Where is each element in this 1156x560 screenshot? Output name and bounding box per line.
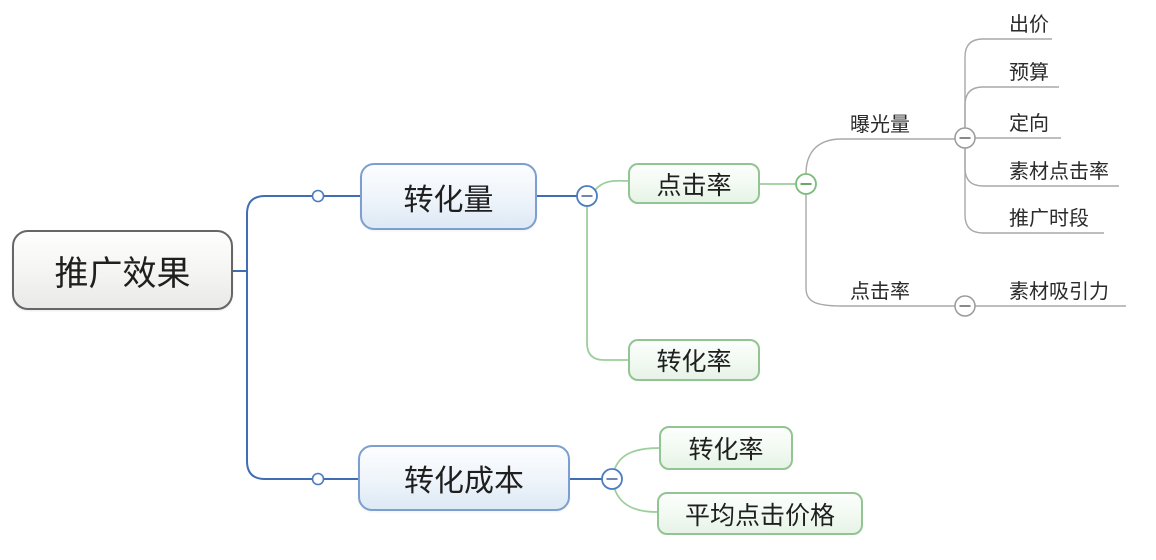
label-material-ctr[interactable]: 素材点击率 bbox=[1009, 161, 1109, 183]
collapse-button-conversion-cost[interactable] bbox=[601, 468, 623, 490]
connection-point bbox=[311, 189, 325, 203]
subtopic-conversion-rate-cost[interactable]: 转化率 bbox=[659, 426, 793, 470]
label-material-appeal[interactable]: 素材吸引力 bbox=[1009, 281, 1109, 303]
label-promo-period[interactable]: 推广时段 bbox=[1009, 208, 1089, 230]
label-exposure[interactable]: 曝光量 bbox=[850, 114, 910, 136]
label-click-rate-2[interactable]: 点击率 bbox=[850, 281, 910, 303]
subtopic-avg-click-price[interactable]: 平均点击价格 bbox=[657, 492, 863, 535]
collapse-button-exposure[interactable] bbox=[954, 127, 976, 149]
blue-connector-lines bbox=[233, 195, 602, 480]
label-targeting[interactable]: 定向 bbox=[1009, 113, 1049, 135]
connection-point bbox=[311, 472, 325, 486]
topic-conversion-cost[interactable]: 转化成本 bbox=[358, 445, 570, 511]
collapse-button-click-rate[interactable] bbox=[795, 173, 817, 195]
green-connector-lines bbox=[586, 179, 796, 513]
topic-conversion-volume[interactable]: 转化量 bbox=[360, 163, 537, 230]
collapse-button-click-rate-2[interactable] bbox=[954, 295, 976, 317]
label-budget[interactable]: 预算 bbox=[1009, 62, 1049, 84]
root-topic[interactable]: 推广效果 bbox=[12, 230, 233, 310]
subtopic-click-rate[interactable]: 点击率 bbox=[628, 163, 760, 204]
collapse-button-conversion-volume[interactable] bbox=[576, 185, 598, 207]
gray-connector-lines bbox=[805, 38, 1126, 307]
label-bid[interactable]: 出价 bbox=[1009, 14, 1049, 36]
subtopic-conversion-rate[interactable]: 转化率 bbox=[628, 339, 760, 381]
